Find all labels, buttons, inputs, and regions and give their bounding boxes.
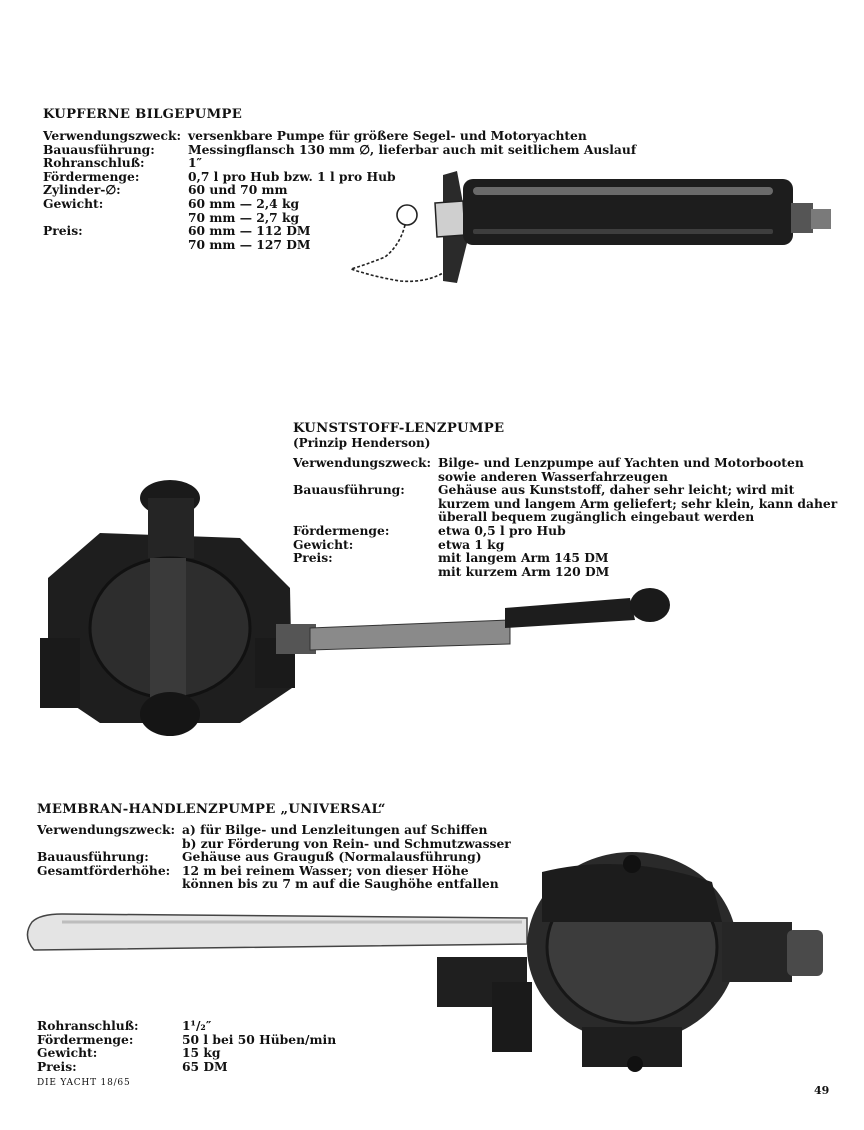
spec-label: Fördermenge: [43, 168, 140, 184]
spec-value: mit langem Arm 145 DM [438, 550, 609, 566]
section-membrane-pump: MEMBRAN-HANDLENZPUMPE „UNIVERSAL“ Verwen… [37, 802, 511, 891]
spec-value: Bilge- und Lenzpumpe auf Yachten und Mot… [438, 455, 804, 470]
section-title: KUNSTSTOFF-LENZPUMPE [293, 421, 505, 436]
spec-label: Bauausführung: [37, 849, 149, 865]
spec-label: Fördermenge: [37, 1031, 134, 1047]
spec-value: b) zur Förderung von Rein- und Schmutzwa… [182, 835, 511, 851]
section-title: KUPFERNE BILGEPUMPE [43, 107, 243, 122]
page-number: 49 [814, 1084, 830, 1097]
spec-table: Rohranschluß: 1¹/₂″ Fördermenge: 50 l be… [37, 1019, 336, 1073]
spec-value: 50 l bei 50 Hüben/min [182, 1031, 337, 1047]
spec-label: Gewicht: [293, 536, 354, 552]
publication-footer: DIE YACHT 18/65 [37, 1078, 131, 1088]
spec-value: Messingflansch 130 mm ∅, lieferbar auch … [188, 141, 637, 157]
spec-value: Gehäuse aus Kunststoff, daher sehr leich… [438, 482, 795, 498]
spec-value: 70 mm — 127 DM [188, 236, 311, 252]
flange-icon [434, 171, 469, 283]
spec-value: 12 m bei reinem Wasser; von dieser Höhe [182, 862, 469, 878]
pipe-connector [791, 203, 813, 233]
spec-label: Gewicht: [43, 195, 104, 211]
spec-value: Gehäuse aus Grauguß (Normalausführung) [182, 849, 482, 865]
spec-label: Gewicht: [37, 1045, 98, 1061]
spec-value: mit kurzem Arm 120 DM [438, 563, 610, 579]
spec-label: Preis: [37, 1058, 77, 1074]
spec-value: können bis zu 7 m auf die Saughöhe entfa… [182, 876, 499, 892]
section-subtitle: (Prinzip Henderson) [293, 436, 431, 450]
spec-table: Verwendungszweck: a) für Bilge- und Lenz… [37, 823, 511, 891]
chain-icon [348, 204, 444, 283]
copper-bilge-pump-photo [348, 171, 831, 283]
spec-label: Verwendungszweck: [43, 128, 182, 143]
spec-label: Rohranschluß: [37, 1018, 139, 1033]
spec-value: versenkbare Pumpe für größere Segel- und… [188, 128, 587, 143]
spec-label: Preis: [293, 550, 333, 566]
plastic-bilge-pump-photo [40, 480, 670, 736]
spec-label: Fördermenge: [293, 522, 390, 538]
spec-label: Rohranschluß: [43, 155, 145, 171]
spec-label: Zylinder-∅: [43, 182, 121, 198]
spec-label: Bauausführung: [293, 482, 405, 498]
spec-value: 15 kg [182, 1045, 221, 1061]
spec-value: überall bequem zugänglich eingebaut werd… [438, 509, 755, 525]
spec-value: 60 mm — 112 DM [188, 223, 311, 239]
spec-value: etwa 0,5 l pro Hub [438, 522, 566, 538]
spec-value: a) für Bilge- und Lenzleitungen auf Schi… [182, 822, 488, 837]
section-copper-pump: KUPFERNE BILGEPUMPE Verwendungszweck: ve… [43, 107, 636, 251]
spec-value: kurzem und langem Arm geliefert; sehr kl… [438, 495, 838, 511]
section-membrane-pump-specs-lower: Rohranschluß: 1¹/₂″ Fördermenge: 50 l be… [37, 1019, 336, 1073]
section-title: MEMBRAN-HANDLENZPUMPE „UNIVERSAL“ [37, 802, 386, 817]
spec-value: 65 DM [182, 1058, 228, 1074]
spec-value: 1″ [188, 155, 203, 171]
spec-value: etwa 1 kg [438, 536, 505, 552]
section-plastic-pump: KUNSTSTOFF-LENZPUMPE (Prinzip Henderson)… [293, 421, 837, 578]
spec-label: Bauausführung: [43, 141, 155, 157]
pump-handle [26, 913, 528, 951]
spec-label: Preis: [43, 223, 83, 239]
pump-cylinder [463, 179, 793, 245]
membrane-hand-pump-photo [26, 852, 823, 1072]
pump-handle [276, 588, 670, 654]
spec-value: 60 und 70 mm [188, 182, 288, 198]
spec-table: Verwendungszweck: Bilge- und Lenzpumpe a… [293, 456, 837, 578]
spec-label: Verwendungszweck: [37, 822, 176, 837]
spec-value: sowie anderen Wasserfahrzeugen [438, 468, 668, 484]
spec-label: Verwendungszweck: [293, 455, 432, 470]
spec-table: Verwendungszweck: versenkbare Pumpe für … [43, 129, 636, 251]
spec-value: 1¹/₂″ [182, 1018, 212, 1033]
spec-value: 0,7 l pro Hub bzw. 1 l pro Hub [188, 168, 396, 184]
spec-label: Gesamtförderhöhe: [37, 862, 171, 878]
spec-value: 60 mm — 2,4 kg [188, 195, 300, 211]
spec-value: 70 mm — 2,7 kg [188, 209, 300, 225]
